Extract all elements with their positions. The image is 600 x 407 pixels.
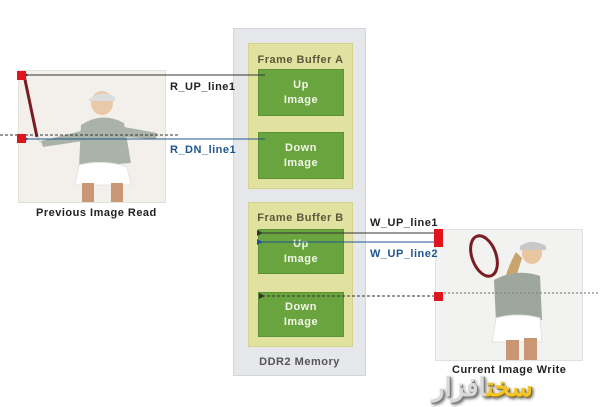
- block-label: Down: [285, 300, 317, 313]
- read-down-marker: [17, 134, 26, 143]
- write-up-line1-marker: [434, 229, 443, 238]
- block-label: Down: [285, 141, 317, 154]
- tennis-player-forehand-illustration: [22, 74, 157, 202]
- r-up-line1-label: R_UP_line1: [170, 81, 236, 93]
- block-label: Image: [283, 93, 319, 106]
- current-image-caption: Current Image Write: [452, 364, 567, 376]
- current-image-photo: [435, 229, 583, 361]
- frame-a-down-image-block: Down Image: [258, 132, 344, 179]
- frame-buffer-b-title: Frame Buffer B: [257, 212, 344, 224]
- frame-buffer-a-title: Frame Buffer A: [257, 54, 344, 66]
- previous-image-photo: [18, 70, 166, 203]
- watermark-logo: سختافزار: [432, 372, 533, 403]
- watermark-part2: افزار: [432, 372, 487, 402]
- block-label: Image: [283, 156, 319, 169]
- frame-buffer-a: Frame Buffer A Up Image Down Image: [248, 43, 353, 189]
- tennis-player-backhand-illustration: [469, 234, 546, 360]
- ddr2-memory-label: DDR2 Memory: [259, 356, 340, 368]
- block-label: Image: [283, 252, 319, 265]
- watermark-part1: سخت: [486, 372, 533, 402]
- previous-image-caption: Previous Image Read: [36, 207, 157, 219]
- block-label: Up: [293, 237, 309, 250]
- r-dn-line1-label: R_DN_line1: [170, 144, 237, 156]
- frame-b-down-image-block: Down Image: [258, 292, 344, 337]
- block-label: Image: [283, 315, 319, 328]
- frame-a-up-image-block: Up Image: [258, 69, 344, 116]
- write-down-marker: [434, 292, 443, 301]
- block-label: Up: [293, 78, 309, 91]
- w-up-line2-label: W_UP_line2: [370, 248, 438, 260]
- read-up-marker: [17, 71, 26, 80]
- w-up-line1-label: W_UP_line1: [370, 217, 438, 229]
- frame-b-up-image-block: Up Image: [258, 229, 344, 274]
- write-up-line2-marker: [434, 238, 443, 247]
- frame-buffer-b: Frame Buffer B Up Image Down Image: [248, 202, 353, 347]
